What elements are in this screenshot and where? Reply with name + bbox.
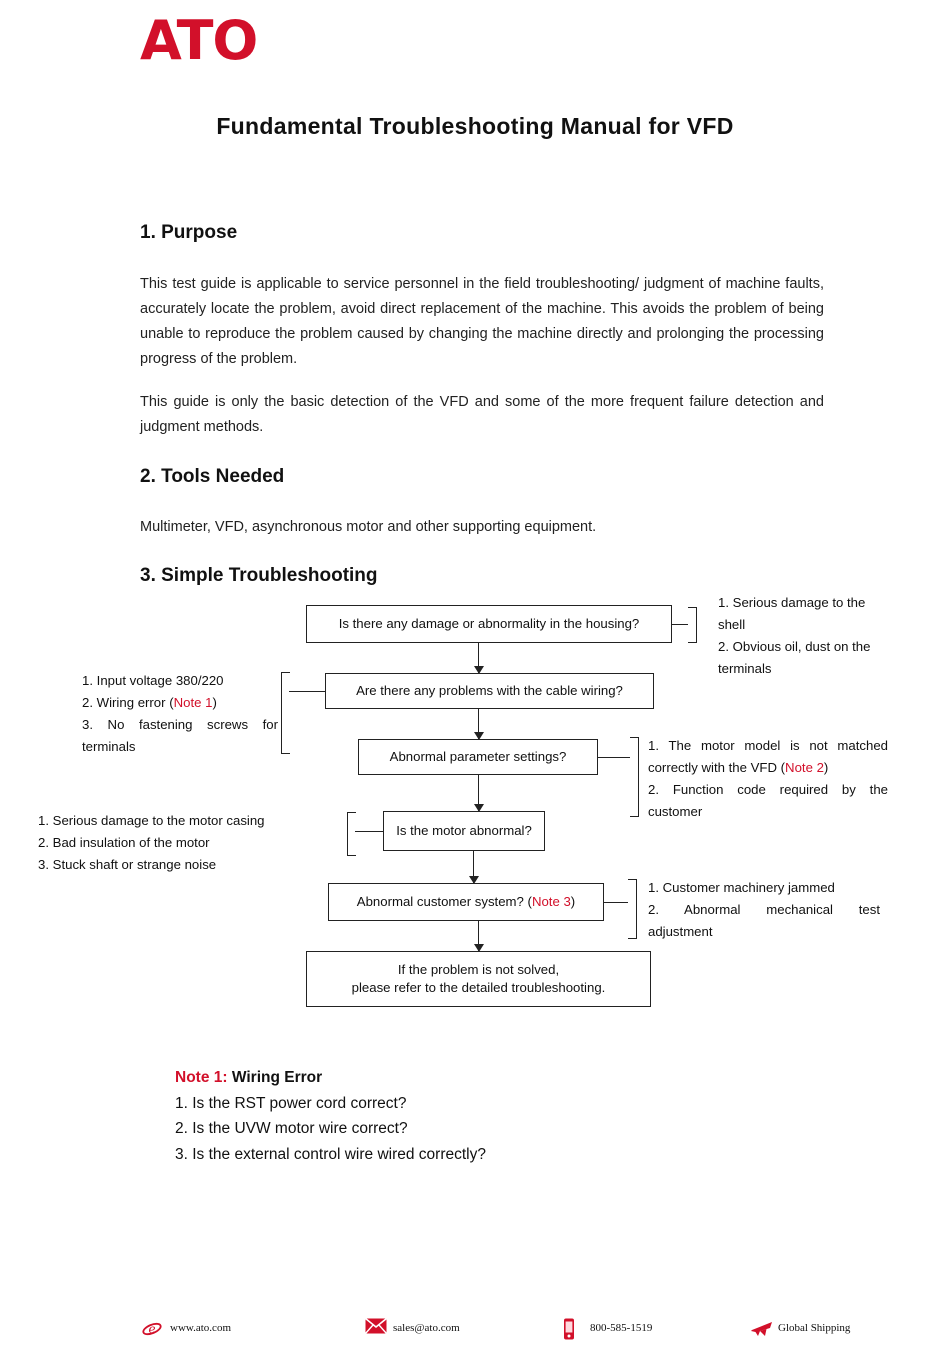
flow-bracket-left-2 bbox=[347, 812, 356, 856]
footer-item-shipping[interactable]: Global Shipping bbox=[750, 1318, 850, 1338]
airplane-icon bbox=[750, 1318, 772, 1338]
purpose-paragraph-2: This guide is only the basic detection o… bbox=[140, 394, 824, 435]
flow-node-parameter-settings: Abnormal parameter settings? bbox=[358, 739, 598, 775]
flow-connector-right-3 bbox=[604, 902, 628, 904]
tools-paragraph: Multimeter, VFD, asynchronous motor and … bbox=[140, 519, 597, 535]
flow-arrow-1 bbox=[472, 643, 487, 674]
page-footer: e www.ato.com sales@ato.com bbox=[0, 1310, 950, 1350]
mobile-phone-icon bbox=[562, 1318, 582, 1340]
section-heading-tools: 2. Tools Needed bbox=[140, 466, 285, 487]
flow-bracket-right-2 bbox=[630, 737, 639, 817]
flow-note-right-3: 1. Customer machinery jammed 2. Abnormal… bbox=[648, 880, 880, 939]
flow-arrow-3 bbox=[472, 775, 487, 812]
flow-bracket-right-3 bbox=[628, 879, 637, 939]
troubleshooting-flowchart: Is there any damage or abnormality in th… bbox=[0, 585, 950, 1050]
flow-note-right-2: 1. The motor model is not matched correc… bbox=[648, 738, 888, 819]
flow-note-left-2: 1. Serious damage to the motor casing 2.… bbox=[38, 813, 265, 872]
flow-node-cable-wiring: Are there any problems with the cable wi… bbox=[325, 673, 654, 709]
flow-connector-left-1 bbox=[289, 691, 325, 693]
footer-label-website: www.ato.com bbox=[170, 1322, 231, 1334]
svg-text:e: e bbox=[148, 1322, 155, 1336]
section-heading-purpose: 1. Purpose bbox=[140, 222, 238, 243]
flow-connector-right-1 bbox=[672, 624, 688, 626]
purpose-paragraph-1: This test guide is applicable to service… bbox=[140, 276, 824, 367]
ie-browser-icon: e bbox=[142, 1318, 162, 1338]
flow-connector-right-2 bbox=[598, 757, 630, 759]
flow-arrow-4 bbox=[467, 851, 482, 884]
footer-label-email: sales@ato.com bbox=[393, 1322, 460, 1334]
flow-note-right-1: 1. Serious damage to the shell 2. Obviou… bbox=[718, 595, 871, 676]
flow-node-customer-system: Abnormal customer system? (Note 3) bbox=[328, 883, 604, 921]
flow-node-motor-abnormal: Is the motor abnormal? bbox=[383, 811, 545, 851]
footer-item-website[interactable]: e www.ato.com bbox=[142, 1318, 231, 1338]
footer-label-shipping: Global Shipping bbox=[778, 1322, 851, 1334]
note-1-heading: Note 1: Wiring Error bbox=[175, 1069, 323, 1086]
note-1-item-1: 1. Is the RST power cord correct? bbox=[175, 1094, 407, 1112]
flow-arrow-5 bbox=[472, 921, 487, 952]
footer-label-phone: 800-585-1519 bbox=[590, 1322, 653, 1334]
note-1-item-2: 2. Is the UVW motor wire correct? bbox=[175, 1120, 408, 1137]
flow-node-final: If the problem is not solved, please ref… bbox=[306, 951, 651, 1007]
flow-bracket-right-1 bbox=[688, 607, 697, 643]
page-title: Fundamental Troubleshooting Manual for V… bbox=[216, 113, 734, 139]
envelope-icon bbox=[364, 1317, 388, 1338]
notes-block: Note 1: Wiring Error 1. Is the RST power… bbox=[175, 1065, 875, 1167]
flow-connector-left-2 bbox=[355, 831, 383, 833]
footer-item-phone[interactable]: 800-585-1519 bbox=[562, 1318, 653, 1340]
flow-node-housing: Is there any damage or abnormality in th… bbox=[306, 605, 672, 643]
note-1-item-3: 3. Is the external control wire wired co… bbox=[175, 1145, 486, 1163]
flow-arrow-2 bbox=[472, 709, 487, 740]
flow-bracket-left-1 bbox=[281, 672, 290, 754]
ato-logo: ATO bbox=[140, 9, 258, 72]
flow-note-left-1: 1. Input voltage 380/220 2. Wiring error… bbox=[82, 673, 278, 754]
footer-item-email[interactable]: sales@ato.com bbox=[364, 1317, 460, 1338]
section-heading-troubleshooting: 3. Simple Troubleshooting bbox=[140, 565, 378, 586]
